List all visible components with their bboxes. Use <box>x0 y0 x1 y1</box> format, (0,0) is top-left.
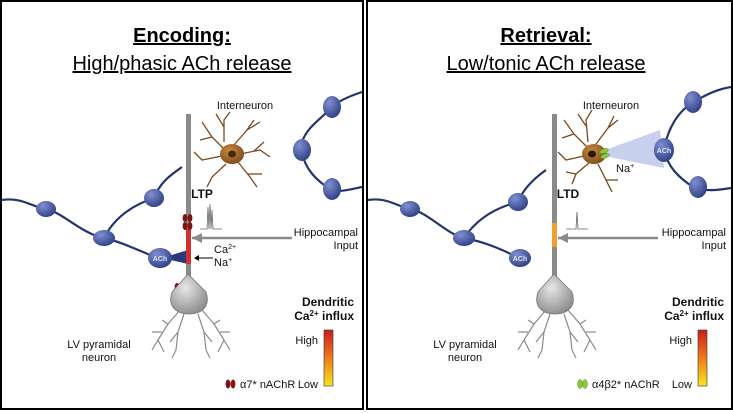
receptor-key-icon <box>577 379 583 389</box>
panel-title: Encoding: <box>133 25 231 47</box>
ion-sodium: Na+ <box>616 163 634 175</box>
pyramidal-label-line2: neuron <box>82 352 116 364</box>
interneuron-cell <box>557 109 619 193</box>
ach-label: ACh <box>153 256 167 263</box>
input-label-line2: Input <box>702 240 726 252</box>
receptor-key-icon <box>225 379 231 389</box>
cholinergic-axon-left <box>1 166 183 261</box>
ach-bouton <box>148 248 172 268</box>
retrieval-diagram: Retrieval: Low/tonic ACh release ACh ACh <box>367 25 732 391</box>
basal-dendrites <box>151 309 231 359</box>
alpha4beta2-receptor-icon <box>599 148 609 154</box>
legend-title-line1: Dendritic <box>302 295 354 309</box>
ach-bouton-lower <box>509 249 531 267</box>
panel-subtitle: Low/tonic ACh release <box>446 53 645 75</box>
legend-gradient-bar <box>697 329 708 387</box>
panel-subtitle: High/phasic ACh release <box>72 53 291 75</box>
pyramidal-soma <box>536 273 574 315</box>
pyramidal-soma <box>170 273 208 315</box>
apical-dendrite <box>186 114 191 282</box>
receptor-label: α4β2* nAChR <box>592 379 660 391</box>
legend-low: Low <box>672 379 692 391</box>
input-terminal <box>558 233 568 243</box>
weak-dendrite-segment <box>552 223 557 247</box>
legend-title-line1: Dendritic <box>672 295 724 309</box>
plasticity-label: LTD <box>557 187 580 201</box>
legend-title-line2: Ca2+ influx <box>294 309 354 323</box>
receptor-label: α7* nAChR <box>240 379 295 391</box>
ach-label-upper: ACh <box>657 148 671 155</box>
spike-trace <box>566 211 588 230</box>
cholinergic-axon-right: ACh <box>654 85 732 198</box>
legend-high: High <box>295 335 318 347</box>
spike-trace <box>200 203 222 230</box>
pyramidal-label-line1: LV pyramidal <box>433 339 496 351</box>
ion-sodium: Na+ <box>214 257 232 269</box>
legend-gradient-bar <box>323 329 334 387</box>
cholinergic-axon-right <box>293 90 363 200</box>
active-dendrite-segment <box>186 228 191 264</box>
basal-dendrites <box>517 309 597 359</box>
input-terminal <box>192 233 202 243</box>
interneuron-label: Interneuron <box>217 100 273 112</box>
ach-bouton-upper <box>654 138 674 162</box>
interneuron-cell <box>193 111 271 188</box>
retrieval-panel: Retrieval: Low/tonic ACh release ACh ACh <box>366 0 733 410</box>
pyramidal-label-line2: neuron <box>448 352 482 364</box>
interneuron-label: Interneuron <box>583 100 639 112</box>
cholinergic-axon-left: ACh <box>367 169 547 267</box>
legend-low: Low <box>298 379 318 391</box>
input-label-line1: Hippocampal <box>294 227 358 239</box>
input-label-line1: Hippocampal <box>662 227 726 239</box>
ach-release-cone <box>162 250 188 264</box>
encoding-panel: Encoding: High/phasic ACh release ACh <box>0 0 364 410</box>
input-label-line2: Input <box>334 240 358 252</box>
panel-title: Retrieval: <box>500 25 591 47</box>
ach-diffusion-cone <box>594 130 664 168</box>
pyramidal-label-line1: LV pyramidal <box>67 339 130 351</box>
encoding-diagram: Encoding: High/phasic ACh release ACh <box>1 25 363 391</box>
apical-dendrite <box>552 114 557 282</box>
plasticity-label: LTP <box>191 187 213 201</box>
legend-high: High <box>669 335 692 347</box>
ion-calcium: Ca2+ <box>214 244 236 256</box>
ach-label-lower: ACh <box>513 256 527 263</box>
legend-title-line2: Ca2+ influx <box>664 309 724 323</box>
